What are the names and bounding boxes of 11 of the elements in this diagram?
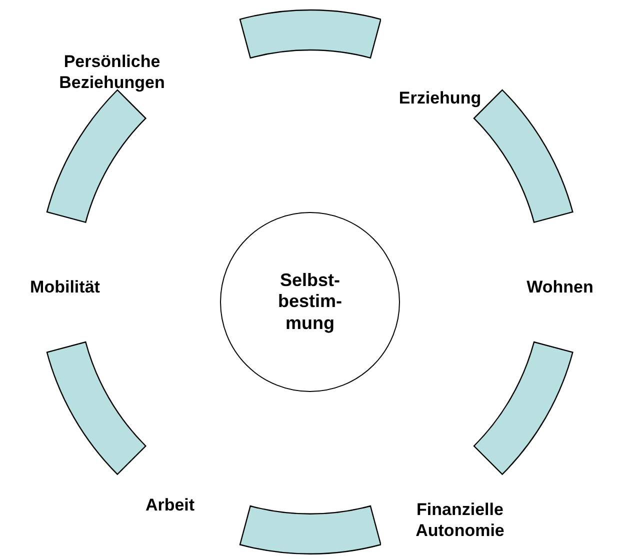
area-label: Persönliche Beziehungen [58,50,166,94]
area-label: Mobilität [30,276,100,298]
ring-segment [239,10,381,58]
area-label: Arbeit [145,494,195,516]
ring-segment [46,341,147,475]
area-label: Wohnen [526,276,594,298]
area-label: Finanzielle Autonomie [414,498,506,542]
area-label: Erziehung [398,87,482,109]
ring-segment [239,506,381,554]
center-label: Selbst- bestim- mung [276,270,343,334]
ring-segment [473,341,574,475]
